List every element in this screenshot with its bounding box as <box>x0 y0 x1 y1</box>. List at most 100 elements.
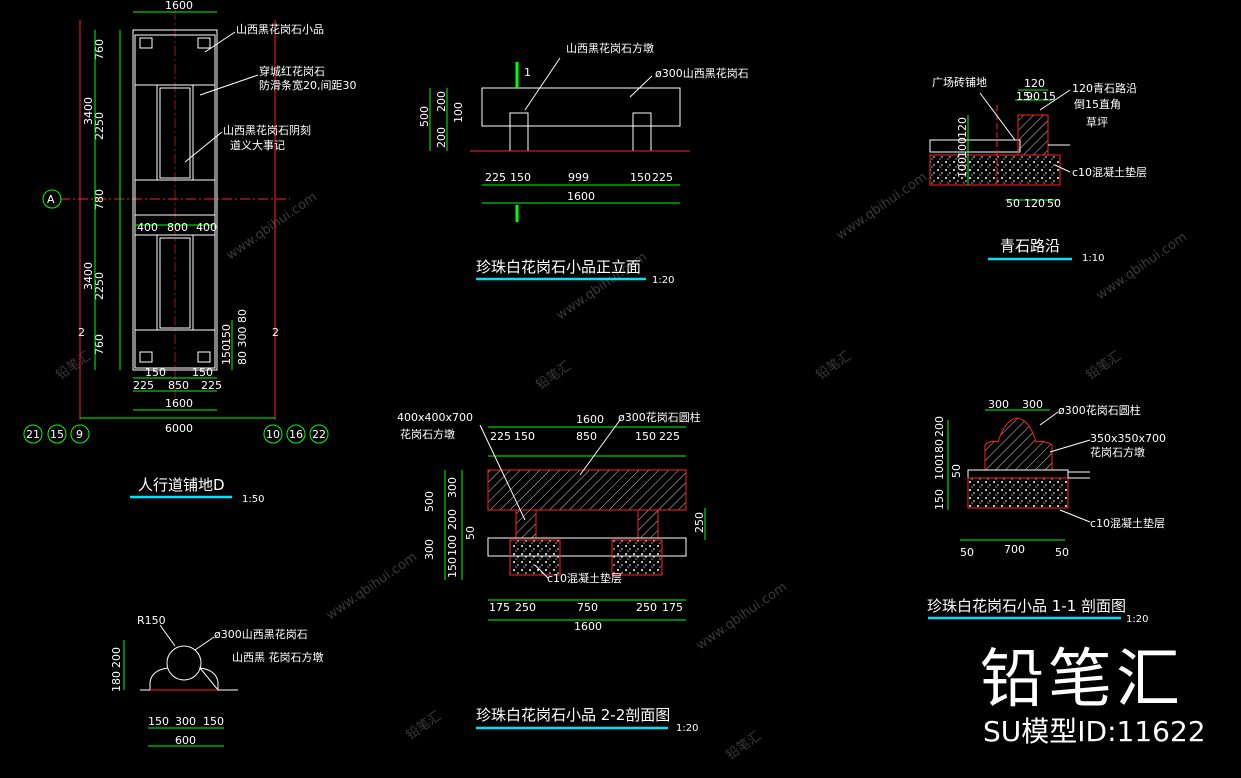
paving-panel-2 <box>159 237 191 329</box>
watermark-brand-5: 铅笔汇 <box>403 708 444 743</box>
section22-bottom-250-right: 250 <box>636 601 657 614</box>
paving-dim-2250-bottom: 2250 <box>93 272 106 300</box>
section22-paving-layer <box>487 537 687 557</box>
elevation-leg-right <box>632 112 652 152</box>
section11-left-50: 50 <box>950 464 963 478</box>
section22-top-150-right: 150 <box>635 430 656 443</box>
section11-left-180: 180 <box>933 439 946 460</box>
elevation-note-round: ø300山西黑花岗石 <box>655 67 749 80</box>
grid-bubble-9 <box>70 424 90 444</box>
section11-concrete <box>967 477 1069 509</box>
elevation-bottom-150-left: 150 <box>510 171 531 184</box>
section11-left-200: 200 <box>933 416 946 437</box>
section11-left-150: 150 <box>933 489 946 510</box>
paving-dim-3400-top: 3400 <box>82 97 95 125</box>
elevation-top-slab <box>481 87 681 127</box>
curb-concrete-bed <box>929 154 1061 186</box>
paving-right-80-300-80: 80 300 80 <box>236 309 249 365</box>
brand-logo: 铅笔汇 <box>980 643 1184 717</box>
section11-scale: 1:20 <box>1126 614 1148 625</box>
detail-pier-shape <box>149 667 219 692</box>
section22-scale: 1:20 <box>676 723 698 734</box>
section22-top-225-right: 225 <box>659 430 680 443</box>
detail-note-square-pier: 山西黑 花岗石方墩 <box>232 650 324 664</box>
paving-panel-1 <box>159 87 191 179</box>
watermark-site-4: www.qbihui.com <box>324 550 420 624</box>
curb-note-lawn: 草坪 <box>1086 116 1108 129</box>
detail-note-radius: R150 <box>137 614 166 627</box>
paving-stripe-left-1 <box>134 84 158 181</box>
detail-round-stone <box>166 645 202 681</box>
paving-dim-760-bottom: 760 <box>93 334 106 355</box>
paving-top-dim: 1600 <box>165 0 193 12</box>
paving-scale: 1:50 <box>242 494 264 505</box>
section22-note-size: 400x400x700 <box>397 411 473 424</box>
paving-note-black-granite: 山西黑花岗石小品 <box>236 23 324 36</box>
model-id-label: SU模型ID:11622 <box>983 715 1206 748</box>
section22-top-total: 1600 <box>576 413 604 426</box>
section22-footing-left <box>509 539 561 576</box>
elevation-scale: 1:20 <box>652 275 674 286</box>
paving-note-engraved: 山西黑花岗石阴刻 <box>223 123 311 137</box>
elevation-total-1600: 1600 <box>567 190 595 203</box>
curb-scale: 1:10 <box>1082 253 1104 264</box>
curb-left-120: 120 <box>956 117 969 138</box>
grid-label-16: 16 <box>289 428 303 441</box>
curb-left-100-top: 100 <box>956 137 969 158</box>
curb-bottom-50-right: 50 <box>1047 197 1061 210</box>
detail-left-180: 180 <box>110 671 123 692</box>
elevation-section-mark: 1 <box>524 66 531 79</box>
paving-block-1 <box>134 34 216 86</box>
watermark-site-3: www.qbihui.com <box>834 170 930 244</box>
paving-right-150-top: 150 <box>220 324 233 345</box>
section22-left-300: 300 <box>446 477 459 498</box>
section22-left-50: 50 <box>464 526 477 540</box>
grid-bubble-15 <box>47 424 67 444</box>
detail-note-round-stone: ø300山西黑花岗石 <box>214 628 308 641</box>
section22-top-150-left: 150 <box>514 430 535 443</box>
paving-bottom-150-right: 150 <box>192 366 213 379</box>
section11-title: 珍珠白花岗石小品 1-1 剖面图 <box>927 597 1126 615</box>
watermark-brand-4: 铅笔汇 <box>1083 348 1124 383</box>
grid-label-21: 21 <box>26 428 40 441</box>
section22-leg-right <box>637 509 659 539</box>
grid-bubble-10 <box>263 424 283 444</box>
paving-right-150-bottom: 150 <box>220 344 233 365</box>
curb-top-120: 120 <box>1024 77 1045 90</box>
grid-bubble-21 <box>23 424 43 444</box>
section22-top-225-left: 225 <box>490 430 511 443</box>
curb-note-chamfer: 倒15直角 <box>1074 97 1121 111</box>
section22-bottom-total: 1600 <box>574 620 602 633</box>
section11-column <box>984 417 1053 471</box>
curb-detail: 广场砖铺地 120青石路沿 倒15直角 草坪 c10混凝土垫层 120 15 9… <box>929 75 1147 264</box>
paving-plan: 1600 760 2250 780 2250 760 3400 3400 800… <box>23 0 357 505</box>
watermark-brand-3: 铅笔汇 <box>813 348 854 383</box>
elevation-bottom-225-right: 225 <box>652 171 673 184</box>
section22-leg-left <box>515 509 537 539</box>
pier-detail: R150 ø300山西黑花岗石 山西黑 花岗石方墩 180 200 150 30… <box>110 614 324 747</box>
section22-bottom-175-right: 175 <box>662 601 683 614</box>
curb-top-15-right: 15 <box>1042 90 1056 103</box>
section11-top-300-right: 300 <box>1022 398 1043 411</box>
paving-stripe-right-2 <box>192 234 216 331</box>
paving-bottom-225-right: 225 <box>201 379 222 392</box>
section11-top-300-left: 300 <box>988 398 1009 411</box>
paving-block-4 <box>134 329 216 369</box>
elevation-leg-left <box>509 112 529 152</box>
paving-width-6000: 6000 <box>165 422 193 435</box>
curb-paving-tile <box>929 139 1021 153</box>
elevation-dim-500: 500 <box>418 106 431 127</box>
section-2-2: 1600 225 150 850 150 225 400x400x700 花岗石… <box>397 410 706 734</box>
section22-footing-right <box>611 539 663 576</box>
paving-dim-760-top: 760 <box>93 39 106 60</box>
elevation-bottom-225-left: 225 <box>485 171 506 184</box>
section11-left-100: 100 <box>933 459 946 480</box>
section11-paving <box>967 469 1069 479</box>
grid-bubble-22 <box>309 424 329 444</box>
section22-bottom-750: 750 <box>577 601 598 614</box>
paving-bottom-150-left: 150 <box>145 366 166 379</box>
detail-total-600: 600 <box>175 734 196 747</box>
paving-bottom-850: 850 <box>168 379 189 392</box>
watermark-brand-6: 铅笔汇 <box>723 728 764 763</box>
grid-label-9: 9 <box>76 428 83 441</box>
